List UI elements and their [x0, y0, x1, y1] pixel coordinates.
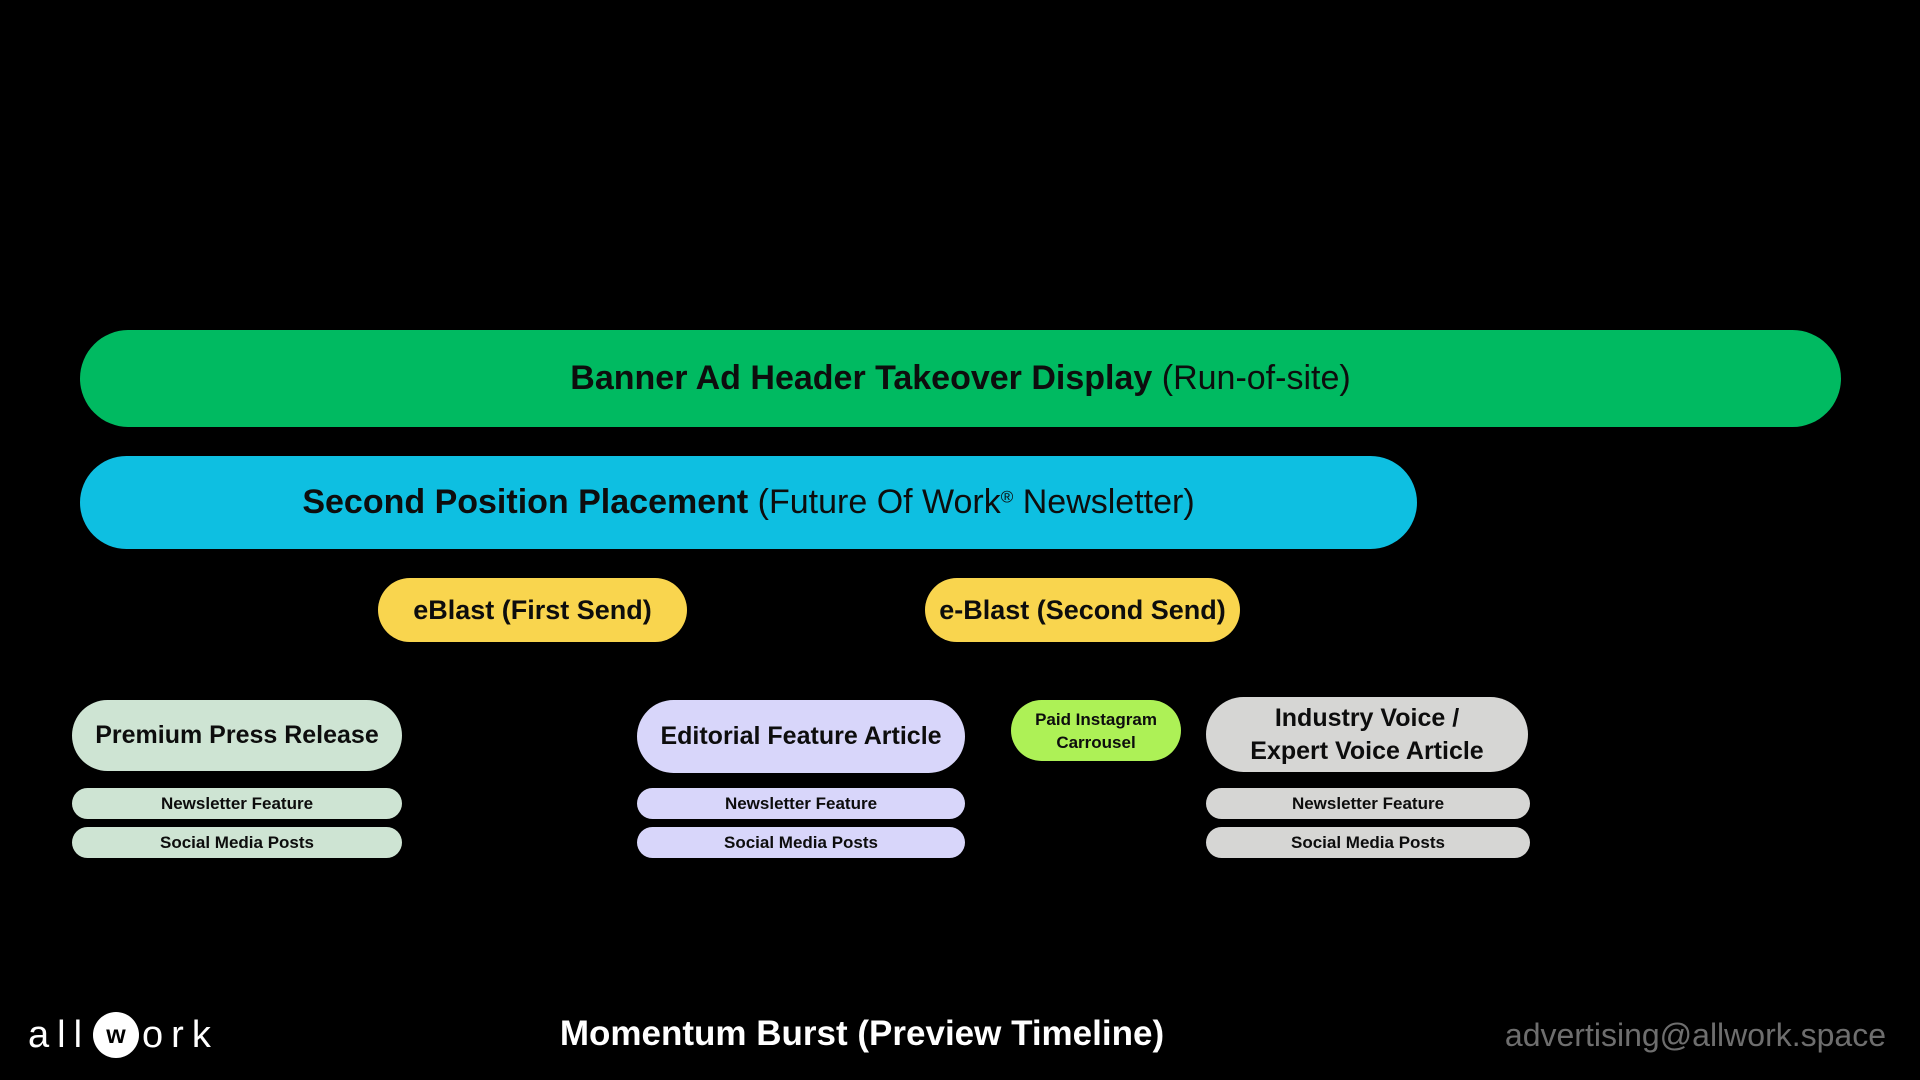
- eblast-first-send-label: eBlast (First Send): [413, 594, 652, 625]
- editorial-feature-article-pill: Editorial Feature Article: [637, 700, 965, 773]
- industry-newsletter-feature-label: Newsletter Feature: [1291, 793, 1445, 813]
- contact-email-link[interactable]: advertising@allwork.space: [1504, 1017, 1886, 1053]
- eblast-second-send-label: e-Blast (Second Send): [939, 594, 1226, 625]
- banner-ad-bar: Banner Ad Header Takeover Display (Run-o…: [80, 330, 1841, 427]
- industry-voice-article-pill: Industry Voice / Expert Voice Article: [1206, 697, 1528, 772]
- banner-ad-bar-label: Banner Ad Header Takeover Display (Run-o…: [570, 359, 1350, 398]
- allwork-logo-w-letter: w: [106, 1020, 126, 1049]
- paid-instagram-carrousel-pill: Paid Instagram Carrousel: [1011, 700, 1181, 761]
- premium-social-media-posts-label: Social Media Posts: [160, 832, 314, 852]
- industry-social-media-posts-pill: Social Media Posts: [1206, 827, 1530, 858]
- premium-newsletter-feature-pill: Newsletter Feature: [72, 788, 402, 819]
- editorial-newsletter-feature-label: Newsletter Feature: [724, 793, 878, 813]
- premium-press-release-label: Premium Press Release: [95, 721, 379, 749]
- eblast-second-send-pill: e-Blast (Second Send): [925, 578, 1240, 642]
- premium-social-media-posts-pill: Social Media Posts: [72, 827, 402, 858]
- editorial-social-media-posts-pill: Social Media Posts: [637, 827, 965, 858]
- second-position-tail-post-text: Newsletter): [1013, 483, 1195, 521]
- second-position-tail-pre-text: (Future Of Work: [748, 483, 1001, 521]
- editorial-feature-article-label: Editorial Feature Article: [660, 722, 942, 750]
- premium-newsletter-feature-label: Newsletter Feature: [160, 793, 314, 813]
- second-position-bold-text: Second Position Placement: [302, 483, 749, 521]
- allwork-logo-w-icon: w: [93, 1012, 140, 1058]
- industry-voice-line1: Industry Voice /: [1274, 703, 1460, 732]
- paid-instagram-line2: Carrousel: [1056, 732, 1136, 752]
- second-position-bar-label: Second Position Placement (Future Of Wor…: [302, 483, 1194, 522]
- industry-newsletter-feature-pill: Newsletter Feature: [1206, 788, 1530, 819]
- industry-voice-line2: Expert Voice Article: [1250, 736, 1484, 765]
- allwork-logo-pre-text: all: [28, 1013, 91, 1056]
- allwork-logo: all w ork: [28, 1010, 219, 1060]
- second-position-bar: Second Position Placement (Future Of Wor…: [80, 456, 1417, 549]
- editorial-social-media-posts-label: Social Media Posts: [724, 832, 878, 852]
- editorial-newsletter-feature-pill: Newsletter Feature: [637, 788, 965, 819]
- eblast-first-send-pill: eBlast (First Send): [378, 578, 687, 642]
- slide-title: Momentum Burst (Preview Timeline): [559, 1014, 1165, 1053]
- industry-social-media-posts-label: Social Media Posts: [1291, 832, 1445, 852]
- banner-ad-bold-text: Banner Ad Header Takeover Display: [570, 359, 1153, 397]
- premium-press-release-pill: Premium Press Release: [72, 700, 402, 771]
- registered-trademark-symbol: ®: [1000, 487, 1014, 507]
- allwork-logo-post-text: ork: [142, 1013, 219, 1056]
- banner-ad-tail-text: (Run-of-site): [1152, 359, 1351, 397]
- paid-instagram-line1: Paid Instagram: [1035, 709, 1157, 729]
